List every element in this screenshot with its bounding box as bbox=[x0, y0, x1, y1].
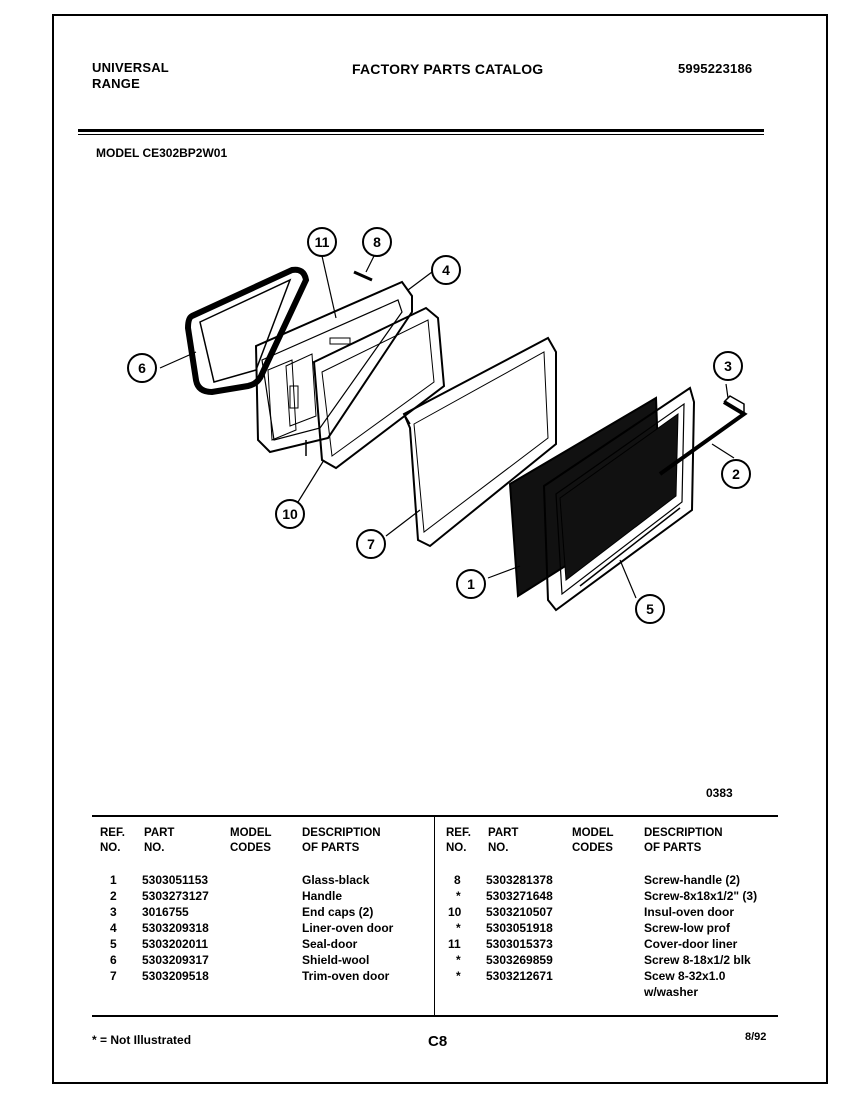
not-illustrated-note: * = Not Illustrated bbox=[92, 1033, 192, 1047]
svg-text:3: 3 bbox=[724, 358, 732, 374]
brand-name: UNIVERSAL RANGE bbox=[92, 60, 169, 92]
screw-handle-part bbox=[353, 270, 373, 282]
page-number: C8 bbox=[428, 1033, 448, 1050]
catalog-title: FACTORY PARTS CATALOG bbox=[352, 61, 544, 77]
liner-oven-door-part bbox=[254, 280, 413, 456]
header-rule-thin bbox=[78, 134, 764, 135]
table-divider bbox=[434, 817, 435, 1015]
col-ref-header-right: REF.NO. bbox=[446, 827, 471, 854]
callout-5: 6 bbox=[127, 353, 157, 383]
brand-line-1: UNIVERSAL bbox=[92, 60, 169, 75]
header-rule bbox=[78, 129, 764, 132]
callout-4: 4 bbox=[431, 255, 461, 285]
svg-text:4: 4 bbox=[442, 262, 450, 278]
handle-part bbox=[658, 395, 748, 476]
catalog-number: 5995223186 bbox=[678, 61, 753, 76]
svg-text:6: 6 bbox=[138, 360, 146, 376]
brand-line-2: RANGE bbox=[92, 76, 140, 91]
shield-wool-part bbox=[402, 336, 557, 548]
model-number: MODEL CE302BP2W01 bbox=[96, 146, 228, 160]
svg-text:7: 7 bbox=[367, 536, 375, 552]
callout-1: 1 bbox=[456, 569, 486, 599]
figure-code: 0383 bbox=[706, 786, 733, 800]
revision-date: 8/92 bbox=[745, 1031, 767, 1043]
svg-text:8: 8 bbox=[373, 234, 381, 250]
callout-10: 10 bbox=[275, 499, 305, 529]
trim-oven-door-part bbox=[542, 386, 696, 612]
callout-7: 5 bbox=[635, 594, 665, 624]
callout-6: 7 bbox=[356, 529, 386, 559]
callout-3: 3 bbox=[713, 351, 743, 381]
svg-text:2: 2 bbox=[732, 466, 740, 482]
callout-2: 2 bbox=[721, 459, 751, 489]
page-border bbox=[52, 14, 828, 1084]
svg-text:11: 11 bbox=[315, 234, 330, 250]
svg-text:1: 1 bbox=[467, 576, 475, 592]
col-ref-header: REF.NO. bbox=[100, 827, 125, 854]
callout-11: 11 bbox=[307, 227, 337, 257]
svg-text:10: 10 bbox=[282, 506, 298, 522]
insulation-oven-door-part bbox=[312, 306, 446, 470]
svg-text:5: 5 bbox=[646, 601, 654, 617]
exploded-parts-diagram: 6 11 8 4 3 2 10 7 1 5 bbox=[127, 227, 751, 624]
callout-8: 8 bbox=[362, 227, 392, 257]
